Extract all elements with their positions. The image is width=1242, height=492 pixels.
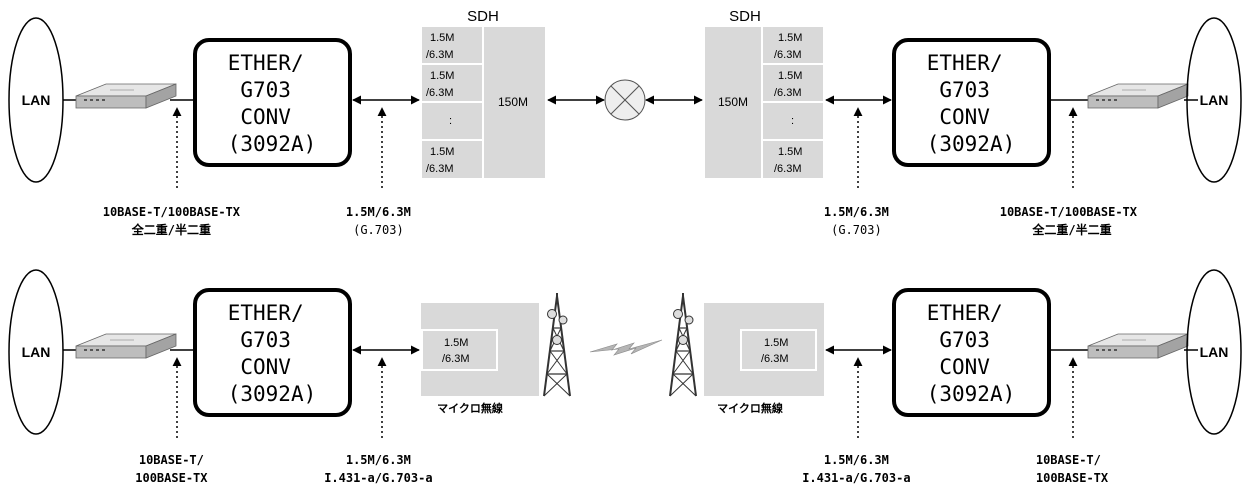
lan-label: LAN xyxy=(22,344,51,360)
duplex-caption: 全二重/半二重 xyxy=(1031,222,1111,237)
trib-rate: /6.3M xyxy=(426,87,454,99)
trib-rate: 1.5M xyxy=(778,146,802,158)
ethernet-caption: 100BASE-TX xyxy=(135,471,208,485)
trib-rate: /6.3M xyxy=(426,163,454,175)
g703-standard: I.431-a/G.703-a xyxy=(802,471,910,485)
converter-line-2: G703 xyxy=(939,328,990,352)
svg-text:10BASE-T/100BASE-TX 全二重/半二: 10BASE-T/100BASE-TX 全二重/半二重 1.5M/6.3M (G… xyxy=(103,205,1145,237)
converter-line-2: G703 xyxy=(240,328,291,352)
sdh-label: SDH xyxy=(729,8,761,25)
g703-standard: I.431-a/G.703-a xyxy=(324,471,432,485)
trib-rate: /6.3M xyxy=(774,87,802,99)
trib-rate: 1.5M xyxy=(778,70,802,82)
converter-line-4: (3092A) xyxy=(228,132,317,156)
trib-rate: 1.5M xyxy=(430,70,454,82)
sdh-label: SDH xyxy=(467,8,499,25)
trib-rate: /6.3M xyxy=(774,49,802,61)
converter-line-2: G703 xyxy=(939,78,990,102)
converter-line-3: CONV xyxy=(939,105,990,129)
converter-line-1: ETHER/ xyxy=(228,51,304,75)
trib-rate: /6.3M xyxy=(426,49,454,61)
trib-ellipsis: : xyxy=(791,115,794,127)
microwave-label: マイクロ無線 xyxy=(717,401,783,415)
lan-label: LAN xyxy=(1200,344,1229,360)
duplex-caption: 全二重/半二重 xyxy=(131,222,211,237)
trib-rate: /6.3M xyxy=(761,353,789,365)
aggregate-rate: 150M xyxy=(718,95,748,109)
g703-caption: 1.5M/6.3M xyxy=(346,205,411,219)
ethernet-caption: 10BASE-T/100BASE-TX xyxy=(1000,205,1138,219)
converter-line-3: CONV xyxy=(939,355,990,379)
converter-line-1: ETHER/ xyxy=(927,51,1003,75)
converter-line-1: ETHER/ xyxy=(228,301,304,325)
g703-standard: (G.703) xyxy=(353,223,404,237)
microwave-label: マイクロ無線 xyxy=(437,401,503,415)
converter-line-2: G703 xyxy=(240,78,291,102)
trib-rate: 1.5M xyxy=(778,32,802,44)
modem-icon xyxy=(1088,334,1188,358)
ethernet-caption: 10BASE-T/100BASE-TX xyxy=(103,205,241,219)
antenna-tower-icon xyxy=(544,293,570,396)
svg-text:10BASE-T/ 100BASE-TX 1: 10BASE-T/ 100BASE-TX 1.5M/6.3M I.431-a/G… xyxy=(135,453,1109,485)
ethernet-caption: 10BASE-T/ xyxy=(139,453,204,467)
converter-line-1: ETHER/ xyxy=(927,301,1003,325)
modem-icon xyxy=(76,84,176,108)
converter-line-3: CONV xyxy=(240,355,291,379)
trib-rate: 1.5M xyxy=(430,146,454,158)
wireless-link-icon xyxy=(590,340,662,355)
trib-rate: /6.3M xyxy=(774,163,802,175)
lan-label: LAN xyxy=(1200,92,1229,108)
modem-icon xyxy=(1088,84,1188,108)
g703-caption: 1.5M/6.3M xyxy=(824,205,889,219)
trib-rate: 1.5M xyxy=(430,32,454,44)
ethernet-caption: 10BASE-T/ xyxy=(1036,453,1101,467)
antenna-tower-icon xyxy=(670,293,696,396)
g703-standard: (G.703) xyxy=(831,223,882,237)
aggregate-rate: 150M xyxy=(498,95,528,109)
trib-rate: 1.5M xyxy=(764,337,788,349)
g703-caption: 1.5M/6.3M xyxy=(824,453,889,467)
trib-rate: /6.3M xyxy=(442,353,470,365)
lan-label: LAN xyxy=(22,92,51,108)
converter-line-3: CONV xyxy=(240,105,291,129)
converter-line-4: (3092A) xyxy=(927,382,1016,406)
converter-line-4: (3092A) xyxy=(927,132,1016,156)
converter-line-4: (3092A) xyxy=(228,382,317,406)
trib-rate: 1.5M xyxy=(444,337,468,349)
modem-icon xyxy=(76,334,176,358)
trib-ellipsis: : xyxy=(449,115,452,127)
ethernet-caption: 100BASE-TX xyxy=(1036,471,1109,485)
g703-caption: 1.5M/6.3M xyxy=(346,453,411,467)
